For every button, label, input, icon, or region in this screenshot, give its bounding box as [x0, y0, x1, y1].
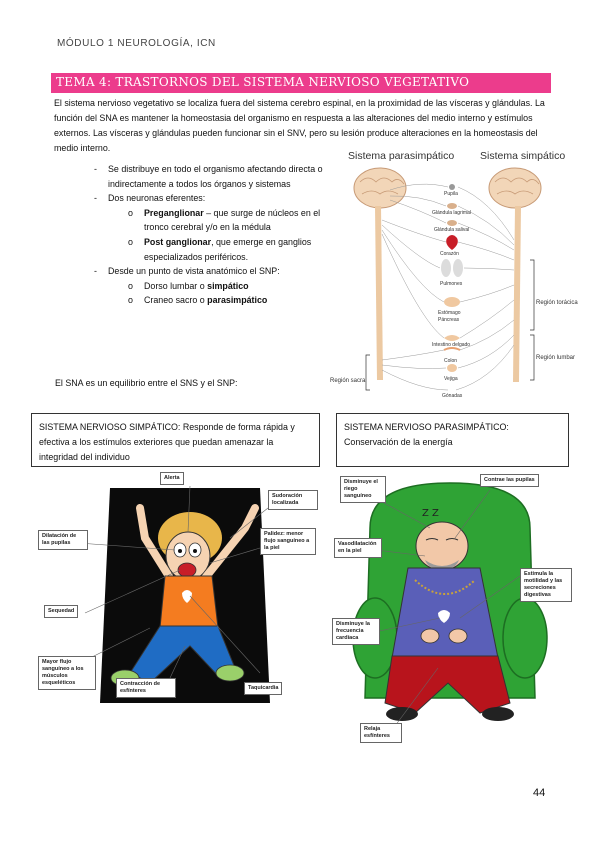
diagram-drawing — [353, 167, 542, 391]
region-thoracic-label: Región torácica — [536, 300, 578, 306]
callout-frecuencia: Disminuye la frecuencia cardíaca — [332, 618, 380, 645]
nervous-system-diagram: Sistema parasimpático Sistema simpático — [330, 150, 578, 405]
callout-sequedad: Sequedad — [44, 605, 79, 618]
parasympathetic-title: Sistema parasimpático — [348, 150, 455, 162]
parasympathetic-description: SISTEMA NERVIOSO PARASIMPÁTICO: Conserva… — [344, 422, 509, 447]
scared-figure-illustration — [77, 485, 270, 703]
parasympathetic-cartoon: Z Z Disminuye el riego sanguíneo Contrae… — [330, 468, 572, 743]
module-header: MÓDULO 1 NEUROLOGÍA, ICN — [57, 38, 216, 49]
organ-label: Glándula lagrimal — [432, 210, 471, 216]
callout-taquicardia: Taquicardia — [244, 682, 283, 695]
callout-contraccion: Contracción de esfínteres — [116, 678, 176, 698]
callout-relaja: Relaja esfínteres — [360, 723, 402, 743]
organ-label: Glándula salival — [434, 227, 470, 233]
feature-list: -Se distribuye en todo el organismo afec… — [94, 162, 339, 308]
parasympathetic-box: SISTEMA NERVIOSO PARASIMPÁTICO: Conserva… — [336, 413, 569, 467]
sympathetic-cartoon: Alerta Sudoración localizada Dilatación … — [30, 468, 318, 713]
callout-dilatacion: Dilatación de las pupilas — [38, 530, 88, 550]
intro-paragraph: El sistema nervioso vegetativo se locali… — [54, 98, 545, 153]
page-title: TEMA 4: TRASTORNOS DEL SISTEMA NERVIOSO … — [56, 75, 470, 89]
sympathetic-title: Sistema simpático — [480, 150, 566, 162]
list-item: -Se distribuye en todo el organismo afec… — [94, 164, 323, 189]
resting-figure-illustration: Z Z — [352, 482, 548, 727]
list-item: -Desde un punto de vista anatómico el SN… — [94, 266, 280, 277]
title-bar — [51, 73, 551, 93]
region-lumbar-label: Región lumbar — [536, 355, 576, 361]
svg-text:Z Z: Z Z — [422, 508, 439, 519]
page-number: 44 — [533, 787, 546, 799]
sympathetic-description: SISTEMA NERVIOSO SIMPÁTICO: Responde de … — [39, 422, 295, 462]
callout-palidez: Palidez: menor flujo sanguíneo a la piel — [260, 528, 316, 555]
organ-label: Corazón — [440, 251, 459, 257]
organ-label: Páncreas — [438, 317, 460, 323]
organ-label: Gónadas — [442, 393, 463, 399]
sympathetic-box: SISTEMA NERVIOSO SIMPÁTICO: Responde de … — [31, 413, 320, 467]
list-item: -Dos neuronas eferentes: — [94, 193, 206, 204]
callout-vasodilatacion: Vasodilatación en la piel — [334, 538, 382, 558]
balance-text: El SNA es un equilibrio entre el SNS y e… — [55, 378, 238, 388]
organ-label: Colon — [444, 358, 458, 364]
callout-mayor-flujo: Mayor flujo sanguíneo a los músculos esq… — [38, 656, 96, 690]
callout-disminuye-riego: Disminuye el riego sanguíneo — [340, 476, 386, 503]
region-sacral-label: Región sacra — [330, 378, 366, 384]
organ-label: Pulmones — [440, 281, 463, 287]
organ-label: Pupila — [444, 191, 458, 197]
organ-label: Estómago — [438, 310, 461, 316]
callout-contrae-pupilas: Contrae las pupilas — [480, 474, 539, 487]
organ-label: Intestino delgado — [432, 342, 471, 348]
callout-sudoracion: Sudoración localizada — [268, 490, 318, 510]
organ-label: Vejiga — [444, 376, 458, 382]
callout-estimula: Estimula la motilidad y las secreciones … — [520, 568, 572, 602]
callout-alerta: Alerta — [160, 472, 184, 485]
